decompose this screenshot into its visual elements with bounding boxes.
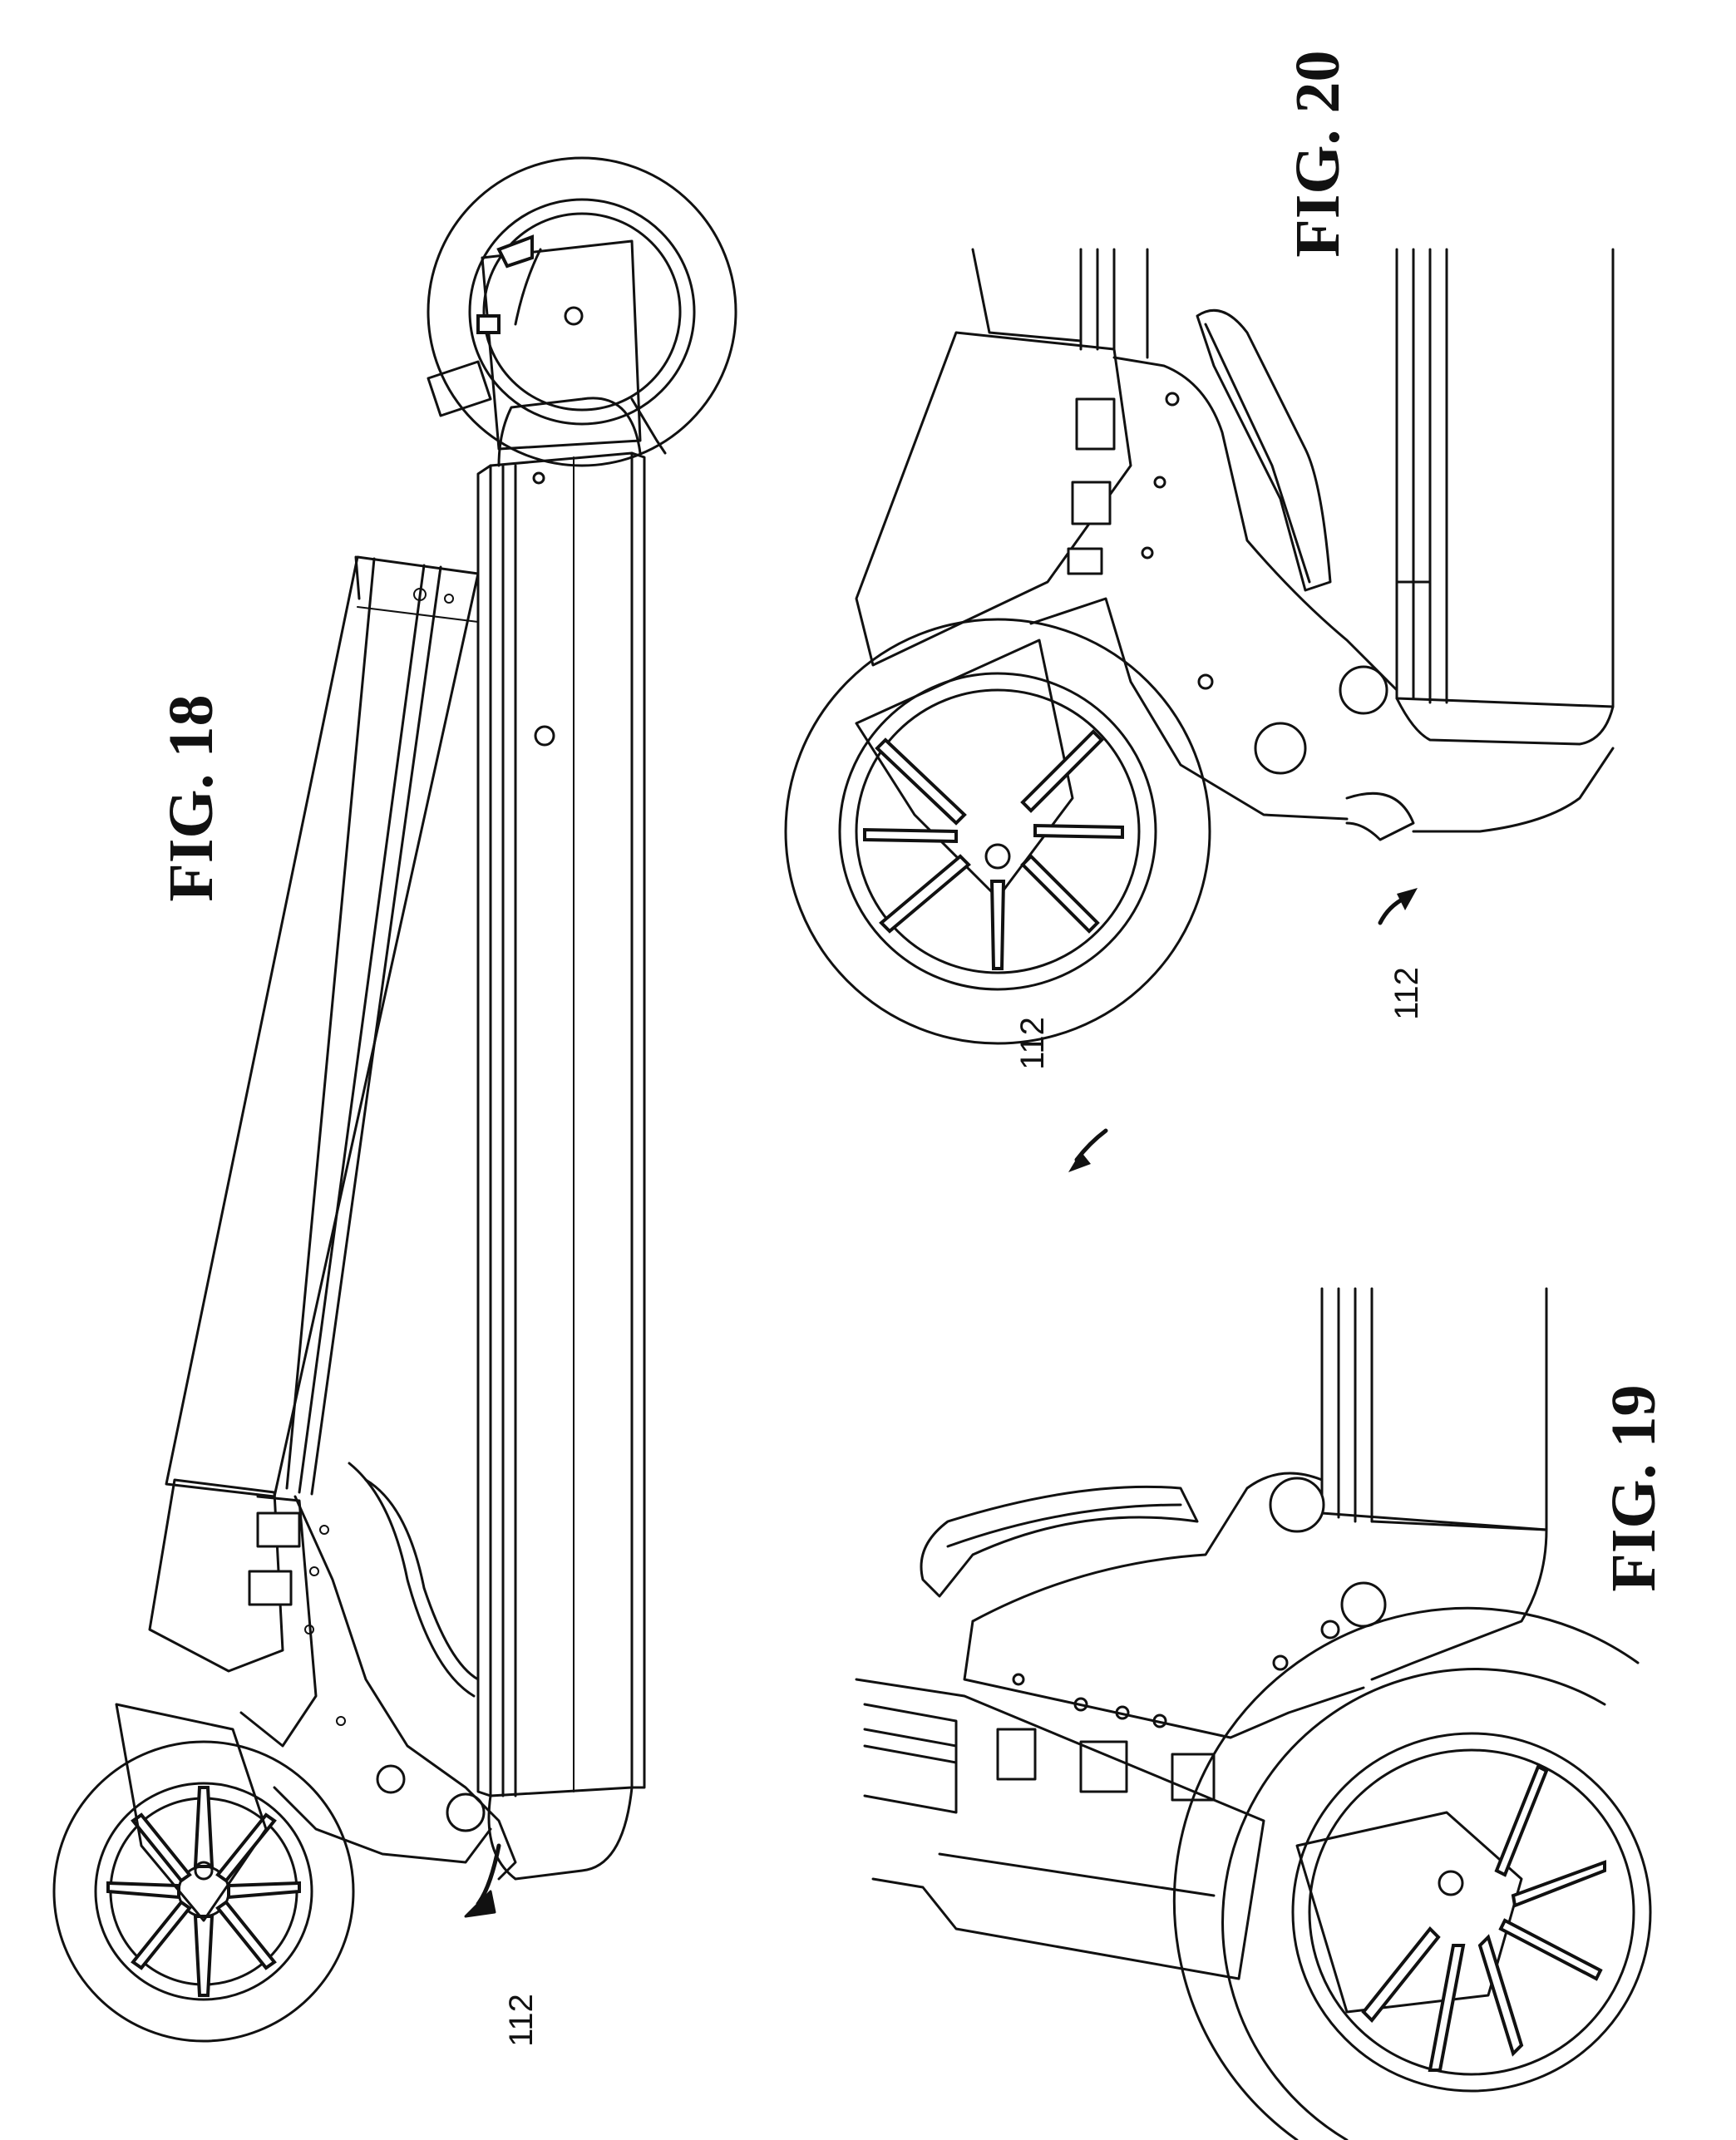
fig19-drawing: FIG. 19 112 xyxy=(855,1017,1669,2140)
fig18-front-wheel xyxy=(52,1703,355,2043)
fig20-ref-number: 112 xyxy=(1388,967,1425,1020)
fig19-deck xyxy=(1320,1287,1548,1681)
fig18-title: FIG. 18 xyxy=(156,694,226,901)
fig20-reference xyxy=(1378,888,1418,925)
fig18-ref-number: 112 xyxy=(503,1994,540,2047)
fig19-wheel xyxy=(1172,1606,1652,2140)
fig19-ref-number: 112 xyxy=(1014,1017,1051,1070)
fig19-title: FIG. 19 xyxy=(1599,1384,1669,1591)
fig20-title: FIG. 20 xyxy=(1283,50,1353,257)
fig18-drawing: FIG. 18 112 xyxy=(52,156,737,2047)
fig20-drawing: FIG. 20 112 xyxy=(784,50,1615,1045)
fig18-deck xyxy=(476,397,646,1881)
fig19-stem xyxy=(855,1678,1265,1980)
fig20-hinge xyxy=(1029,308,1615,841)
fig18-hinge xyxy=(148,1462,517,1881)
fig19-hinge xyxy=(920,1472,1387,1802)
fig20-wheel xyxy=(784,618,1211,1045)
fig18-rear-wheel xyxy=(427,156,737,467)
fig20-deck xyxy=(1395,248,1615,746)
fig20-stem xyxy=(855,248,1149,667)
fig18-reference xyxy=(464,1843,501,1918)
fig19-reference xyxy=(1068,1128,1108,1172)
